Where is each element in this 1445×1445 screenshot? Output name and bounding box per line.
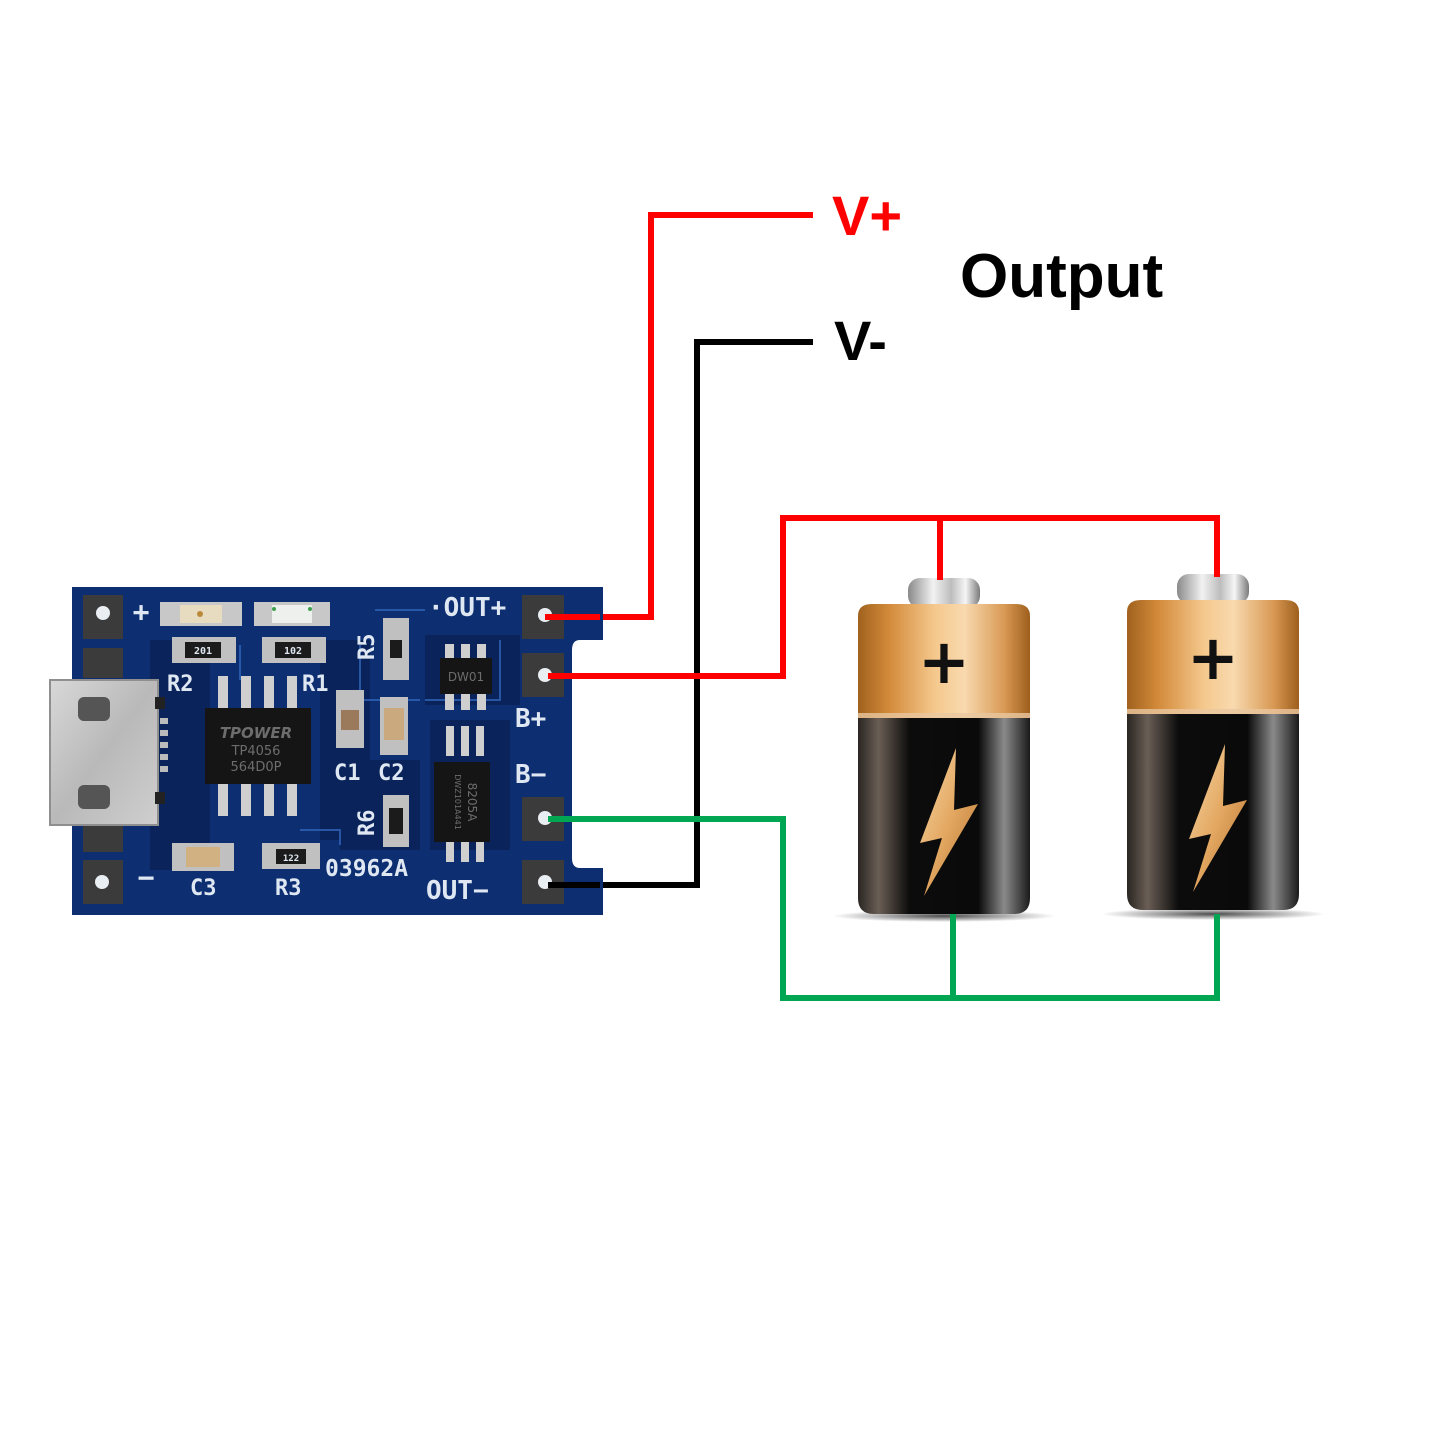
plus-icon: + xyxy=(918,625,970,698)
battery-1: + xyxy=(832,578,1056,922)
leds xyxy=(160,602,330,626)
wire-out-minus xyxy=(542,339,813,888)
pin-label-in-plus: + xyxy=(133,595,150,628)
resistor-code-r3: 122 xyxy=(283,854,299,864)
designator-c3: C3 xyxy=(190,876,217,901)
micro-usb-connector xyxy=(49,679,168,826)
pin-label-in-minus: − xyxy=(138,861,155,894)
mosfet-lot: DWZ101A441 xyxy=(453,774,462,830)
wire-ends xyxy=(545,614,600,888)
battery-cap xyxy=(908,578,980,608)
chip-lot: 564D0P xyxy=(231,760,282,775)
resistor-code-r2: 201 xyxy=(194,646,212,657)
wire-out-plus xyxy=(542,212,813,620)
battery-top-gold xyxy=(1127,600,1299,714)
board-code: 03962A xyxy=(325,856,408,882)
lightning-bolt-icon xyxy=(920,748,978,896)
designator-r5: R5 xyxy=(355,634,380,661)
dw01-part: DW01 xyxy=(448,670,484,684)
resistors: 201 102 122 xyxy=(172,618,409,869)
pin-label-out-plus: ·OUT+ xyxy=(428,593,506,623)
chip-part: TP4056 xyxy=(231,744,281,759)
capacitors xyxy=(172,690,408,871)
resistor-code-r1: 102 xyxy=(284,646,302,657)
lightning-bolt-icon xyxy=(1189,744,1247,892)
designator-r1: R1 xyxy=(302,672,329,697)
silkscreen-labels: + − ·OUT+ OUT− B+ B− R2 R1 C1 C2 C3 R3 0… xyxy=(133,593,547,906)
label-v-minus: V- xyxy=(834,309,887,372)
designator-c2: C2 xyxy=(378,761,405,786)
battery-2: + xyxy=(1101,574,1325,920)
label-output: Output xyxy=(960,242,1164,311)
designator-c1: C1 xyxy=(334,761,361,786)
designator-r3: R3 xyxy=(275,876,302,901)
chip-brand: TPOWER xyxy=(220,724,292,742)
tp4056-board: 201 102 122 xyxy=(49,587,603,915)
designator-r6: R6 xyxy=(355,810,380,837)
battery-cap xyxy=(1177,574,1249,604)
plus-icon: + xyxy=(1187,621,1239,694)
chip-tp4056: TPOWER TP4056 564D0P xyxy=(205,676,311,816)
chip-dw01: DW01 xyxy=(440,644,492,710)
mosfet-part: 8205A xyxy=(465,783,479,823)
battery-top-gold xyxy=(858,604,1030,718)
designator-r2: R2 xyxy=(167,672,194,697)
pin-label-out-minus: OUT− xyxy=(426,876,489,906)
label-v-plus: V+ xyxy=(832,184,903,247)
battery-shadow xyxy=(1101,908,1325,920)
pads xyxy=(83,595,564,904)
pin-label-b-plus: B+ xyxy=(515,704,546,734)
chip-8205a: 8205A DWZ101A441 xyxy=(434,726,490,862)
pin-label-b-minus: B− xyxy=(515,760,546,790)
